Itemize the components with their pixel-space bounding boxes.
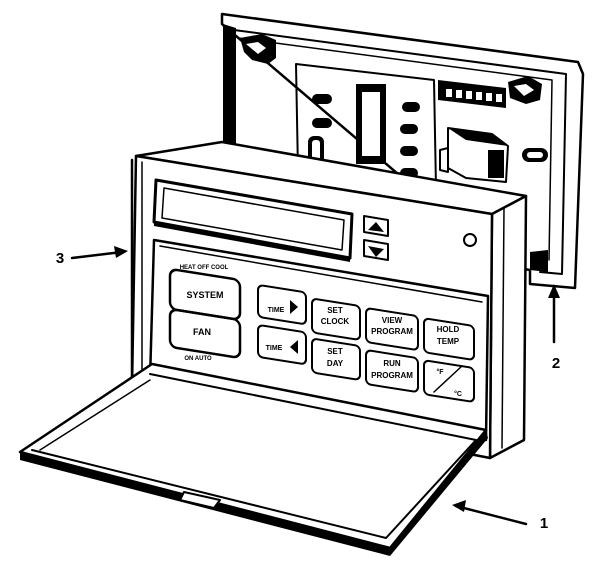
callout-3: 3 xyxy=(56,246,128,267)
hold-temp-button[interactable]: HOLD TEMP xyxy=(423,317,475,361)
set-day-line-1: SET xyxy=(327,347,343,356)
fan-caption: ON AUTO xyxy=(184,356,212,362)
callout-2-label: 2 xyxy=(552,355,560,372)
run-program-button[interactable]: RUN PROGRAM xyxy=(365,349,419,393)
relay-block xyxy=(439,127,509,183)
run-program-line-1: RUN xyxy=(383,359,401,368)
set-clock-line-1: SET xyxy=(327,306,343,315)
run-program-line-2: PROGRAM xyxy=(371,371,413,380)
time-forward-button[interactable]: TIME xyxy=(257,284,307,325)
view-program-line-1: VIEW xyxy=(382,316,403,325)
view-program-button[interactable]: VIEW PROGRAM xyxy=(365,307,419,351)
system-button-label: SYSTEM xyxy=(186,290,223,300)
f-c-toggle-button[interactable]: °F °C xyxy=(423,359,475,403)
hinged-cover-door xyxy=(18,362,488,556)
callout-3-label: 3 xyxy=(56,250,64,267)
fan-button-label: FAN xyxy=(193,327,211,337)
fan-button[interactable]: FAN xyxy=(168,308,242,359)
down-triangle-icon xyxy=(368,246,384,257)
set-day-button[interactable]: SET DAY xyxy=(311,338,361,381)
set-clock-line-2: CLOCK xyxy=(321,317,350,326)
system-caption: HEAT OFF COOL xyxy=(180,265,229,271)
set-clock-button[interactable]: SET CLOCK xyxy=(311,298,361,341)
callout-1: 1 xyxy=(452,500,548,532)
hold-temp-line-2: TEMP xyxy=(437,337,460,346)
indicator-light xyxy=(463,233,477,247)
right-arrow-icon xyxy=(290,300,298,314)
hold-temp-line-1: HOLD xyxy=(437,325,460,334)
temp-down-button[interactable] xyxy=(363,239,389,261)
callout-2: 2 xyxy=(548,284,560,372)
view-program-line-2: PROGRAM xyxy=(371,327,413,336)
time-back-button[interactable]: TIME xyxy=(257,324,307,365)
time-back-label: TIME xyxy=(266,345,283,352)
celsius-label: °C xyxy=(454,390,462,398)
lcd-display-window xyxy=(152,178,354,262)
up-triangle-icon xyxy=(368,222,384,232)
left-arrow-icon xyxy=(290,340,298,354)
set-day-line-2: DAY xyxy=(327,359,344,368)
terminal-strip xyxy=(438,80,506,108)
keypad: HEAT OFF COOL SYSTEM FAN ON AUTO TIME TI… xyxy=(168,265,475,403)
temp-up-button[interactable] xyxy=(363,215,389,237)
time-forward-label: TIME xyxy=(268,307,285,314)
callout-1-label: 1 xyxy=(540,515,548,532)
fahrenheit-label: °F xyxy=(436,368,444,376)
